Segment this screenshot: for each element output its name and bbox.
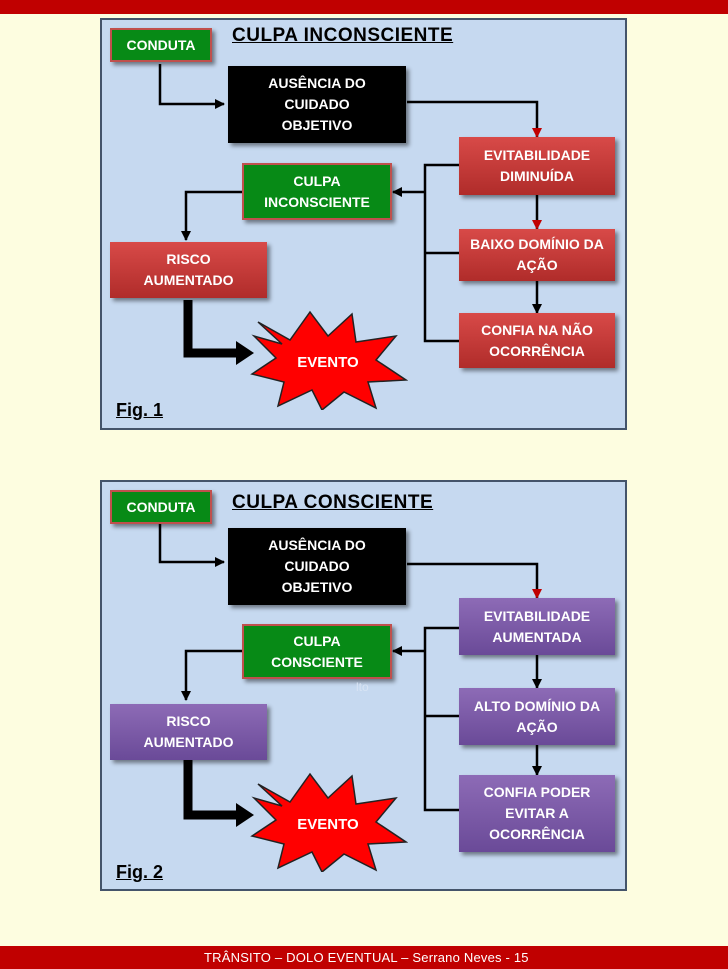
right-box-1-label: EVITABILIDADE AUMENTADA [483, 607, 591, 645]
stray-text: lto [356, 680, 369, 694]
evento-burst-icon [250, 310, 408, 410]
figure-title: CULPA INCONSCIENTE [232, 25, 454, 46]
right-box-3-label: CONFIA PODER EVITAR A OCORRÊNCIA [483, 784, 591, 842]
risco-label: RISCO AUMENTADO [143, 251, 234, 288]
top-bar [0, 0, 728, 14]
right-box-2-label: ALTO DOMÍNIO DA AÇÃO [473, 697, 601, 735]
culpa-label: CULPA CONSCIENTE [271, 632, 363, 670]
risco-box: RISCO AUMENTADO [110, 242, 267, 298]
page-footer: TRÂNSITO – DOLO EVENTUAL – Serrano Neves… [0, 946, 728, 969]
ausencia-cuidado-label: AUSÊNCIA DO CUIDADO OBJETIVO [268, 75, 366, 133]
culpa-box: CULPA INCONSCIENTE [242, 163, 392, 220]
evento-label: EVENTO [297, 354, 359, 371]
ausencia-cuidado-box: AUSÊNCIA DO CUIDADO OBJETIVO [228, 528, 406, 605]
right-box-2: ALTO DOMÍNIO DA AÇÃO [459, 688, 615, 745]
right-box-3: CONFIA PODER EVITAR A OCORRÊNCIA [459, 775, 615, 852]
ausencia-cuidado-box: AUSÊNCIA DO CUIDADO OBJETIVO [228, 66, 406, 143]
ausencia-cuidado-label: AUSÊNCIA DO CUIDADO OBJETIVO [268, 537, 366, 595]
figure-2-panel: CULPA CONSCIENTE CONDUTA AUSÊNCIA DO CUI… [100, 480, 627, 891]
right-box-1-label: EVITABILIDADE DIMINUÍDA [483, 147, 591, 184]
right-box-2: BAIXO DOMÍNIO DA AÇÃO [459, 229, 615, 281]
conduta-box: CONDUTA [110, 28, 212, 62]
right-box-3: CONFIA NA NÃO OCORRÊNCIA [459, 313, 615, 368]
evento-label: EVENTO [297, 816, 359, 833]
connector-lines [158, 64, 542, 365]
right-box-1: EVITABILIDADE DIMINUÍDA [459, 137, 615, 195]
risco-box: RISCO AUMENTADO [110, 704, 267, 760]
connector-lines [158, 524, 542, 827]
evento-burst-icon [250, 772, 408, 872]
culpa-box: CULPA CONSCIENTE [242, 624, 392, 679]
figure-title: CULPA CONSCIENTE [232, 492, 434, 513]
figure-label: Fig. 2 [116, 862, 164, 882]
figure-1-panel: CULPA INCONSCIENTE CONDUTA AUSÊNCIA DO C… [100, 18, 627, 430]
figure-label: Fig. 1 [116, 400, 164, 420]
right-box-2-label: BAIXO DOMÍNIO DA AÇÃO [470, 236, 604, 273]
risco-label: RISCO AUMENTADO [143, 713, 234, 750]
conduta-box: CONDUTA [110, 490, 212, 524]
right-box-3-label: CONFIA NA NÃO OCORRÊNCIA [481, 321, 593, 359]
culpa-label: CULPA INCONSCIENTE [264, 172, 370, 210]
right-box-1: EVITABILIDADE AUMENTADA [459, 598, 615, 655]
